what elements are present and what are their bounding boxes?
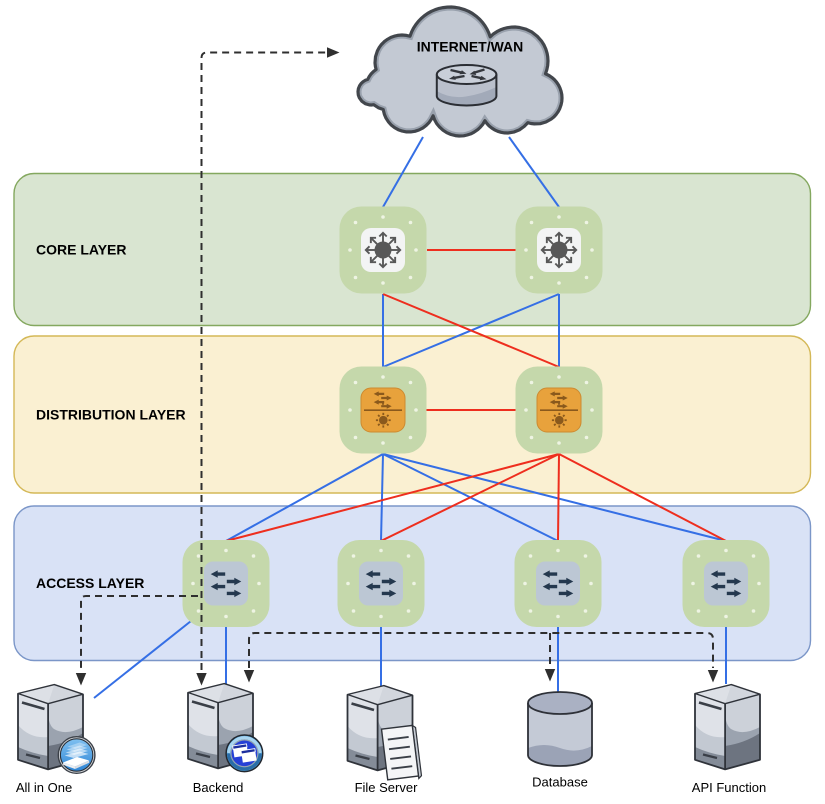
svg-text:CORE LAYER: CORE LAYER [36,242,127,258]
svg-text:File Server: File Server [355,780,419,795]
svg-text:ACCESS LAYER: ACCESS LAYER [36,575,144,591]
svg-text:Backend: Backend [193,780,244,795]
svg-text:DISTRIBUTION LAYER: DISTRIBUTION LAYER [36,407,186,423]
svg-text:INTERNET/WAN: INTERNET/WAN [417,39,524,55]
svg-text:API Function: API Function [692,780,766,795]
svg-text:All in One: All in One [16,780,72,795]
svg-text:Database: Database [532,775,588,790]
